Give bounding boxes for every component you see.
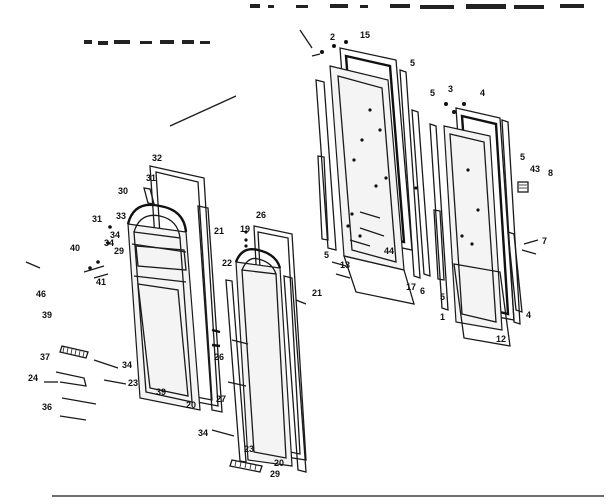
- callout-30: 30: [118, 186, 128, 196]
- callout-5: 5: [440, 292, 445, 302]
- callout-34: 34: [110, 230, 120, 240]
- callout-34: 34: [198, 428, 208, 438]
- lower-right-door-assembly: [429, 102, 539, 347]
- callout-7: 7: [542, 236, 547, 246]
- leader-lines: [52, 29, 604, 497]
- callout-2: 2: [330, 32, 335, 42]
- callout-8: 8: [548, 168, 553, 178]
- callout-33: 33: [116, 211, 126, 221]
- callout-34: 34: [122, 360, 132, 370]
- callout-27: 27: [216, 394, 226, 404]
- callout-3: 3: [448, 84, 453, 94]
- callout-46: 46: [36, 289, 46, 299]
- callout-17: 17: [406, 282, 416, 292]
- callout-29: 29: [114, 246, 124, 256]
- callout-21: 21: [312, 288, 322, 298]
- callout-20: 20: [186, 400, 196, 410]
- callout-26: 26: [214, 352, 224, 362]
- callout-29: 29: [270, 469, 280, 479]
- callout-22: 22: [222, 258, 232, 268]
- callout-4: 4: [526, 310, 531, 320]
- callout-37: 37: [40, 352, 50, 362]
- callout-41: 41: [96, 277, 106, 287]
- callout-39: 39: [156, 387, 166, 397]
- hinge-part-37: [59, 345, 89, 359]
- callout-13: 13: [340, 260, 350, 270]
- callout-43: 43: [530, 164, 540, 174]
- upper-right-door-assembly: [311, 40, 431, 305]
- callout-15: 15: [360, 30, 370, 40]
- callout-6: 6: [420, 286, 425, 296]
- header-scan-noise: [84, 4, 584, 45]
- callout-5: 5: [430, 88, 435, 98]
- callout-labels: 3231303334313429404146393724363423392021…: [28, 30, 553, 479]
- callout-5: 5: [324, 250, 329, 260]
- callout-40: 40: [70, 243, 80, 253]
- callout-26: 26: [256, 210, 266, 220]
- callout-4: 4: [480, 88, 485, 98]
- hinge-part-43: [517, 181, 529, 193]
- callout-1: 1: [440, 312, 445, 322]
- callout-21: 21: [214, 226, 224, 236]
- callout-31: 31: [146, 173, 156, 183]
- callout-44: 44: [384, 246, 394, 256]
- callout-32: 32: [152, 153, 162, 163]
- callout-39: 39: [42, 310, 52, 320]
- callout-23: 23: [244, 444, 254, 454]
- callout-24: 24: [28, 373, 38, 383]
- callout-31: 31: [92, 214, 102, 224]
- left-door-assembly: [25, 165, 223, 421]
- callout-5: 5: [410, 58, 415, 68]
- callout-34: 34: [104, 238, 114, 248]
- callout-20: 20: [274, 458, 284, 468]
- middle-door-assembly: [211, 225, 307, 473]
- callout-36: 36: [42, 402, 52, 412]
- callout-5: 5: [520, 152, 525, 162]
- callout-12: 12: [496, 334, 506, 344]
- callout-19: 19: [240, 224, 250, 234]
- callout-23: 23: [128, 378, 138, 388]
- hinge-part-29: [229, 459, 263, 473]
